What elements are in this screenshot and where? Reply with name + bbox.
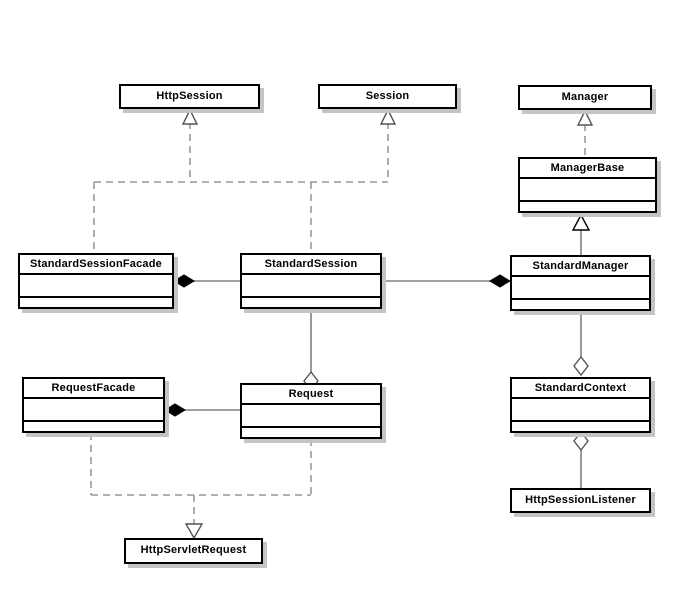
class-box-standardmanager[interactable]: StandardManager (510, 255, 651, 311)
class-name-request: Request (242, 385, 380, 405)
class-name-httpsessionlistener: HttpSessionListener (525, 494, 636, 506)
class-box-session[interactable]: Session (318, 84, 457, 109)
class-name-managerbase: ManagerBase (520, 159, 655, 179)
realization-edge-managerbase-manager (576, 109, 594, 157)
class-operations-standardsessionfacade (20, 298, 172, 321)
class-operations-requestfacade (24, 422, 163, 445)
class-box-requestfacade[interactable]: RequestFacade (22, 377, 165, 433)
class-attributes-managerbase (520, 179, 655, 202)
class-operations-standardsession (242, 298, 380, 321)
class-operations-standardcontext (512, 422, 649, 445)
class-box-standardsession[interactable]: StandardSession (240, 253, 382, 309)
composition-edge-requestfacade-request (164, 403, 240, 417)
class-name-httpservletrequest: HttpServletRequest (140, 544, 247, 556)
class-attributes-request (242, 405, 380, 428)
composition-edge-standardmanager-standardsession (382, 274, 511, 288)
class-name-standardsessionfacade: StandardSessionFacade (20, 255, 172, 275)
class-name-standardcontext: StandardContext (512, 379, 649, 399)
class-operations-managerbase (520, 202, 655, 225)
class-attributes-standardsessionfacade (20, 275, 172, 298)
realization-edge-standardsessionfacade-httpsession (93, 108, 388, 253)
class-name-httpsession: HttpSession (156, 90, 223, 102)
class-attributes-standardcontext (512, 399, 649, 422)
class-name-standardsession: StandardSession (242, 255, 380, 275)
class-box-standardsessionfacade[interactable]: StandardSessionFacade (18, 253, 174, 309)
realization-edge-standardsession-session (379, 108, 397, 182)
class-operations-request (242, 428, 380, 451)
class-box-httpsession[interactable]: HttpSession (119, 84, 260, 109)
class-name-session: Session (365, 90, 410, 102)
composition-edge-standardsessionfacade-standardsession (173, 274, 240, 288)
class-name-requestfacade: RequestFacade (24, 379, 163, 399)
class-box-request[interactable]: Request (240, 383, 382, 439)
class-box-standardcontext[interactable]: StandardContext (510, 377, 651, 433)
class-name-manager: Manager (561, 91, 609, 103)
class-box-managerbase[interactable]: ManagerBase (518, 157, 657, 213)
class-box-httpservletrequest[interactable]: HttpServletRequest (124, 538, 263, 564)
class-attributes-standardmanager (512, 277, 649, 300)
class-attributes-requestfacade (24, 399, 163, 422)
class-operations-standardmanager (512, 300, 649, 323)
aggregation-edge-standardsession-request (303, 309, 319, 392)
class-attributes-standardsession (242, 275, 380, 298)
class-box-httpsessionlistener[interactable]: HttpSessionListener (510, 488, 651, 513)
class-name-standardmanager: StandardManager (512, 257, 649, 277)
class-box-manager[interactable]: Manager (518, 85, 652, 110)
